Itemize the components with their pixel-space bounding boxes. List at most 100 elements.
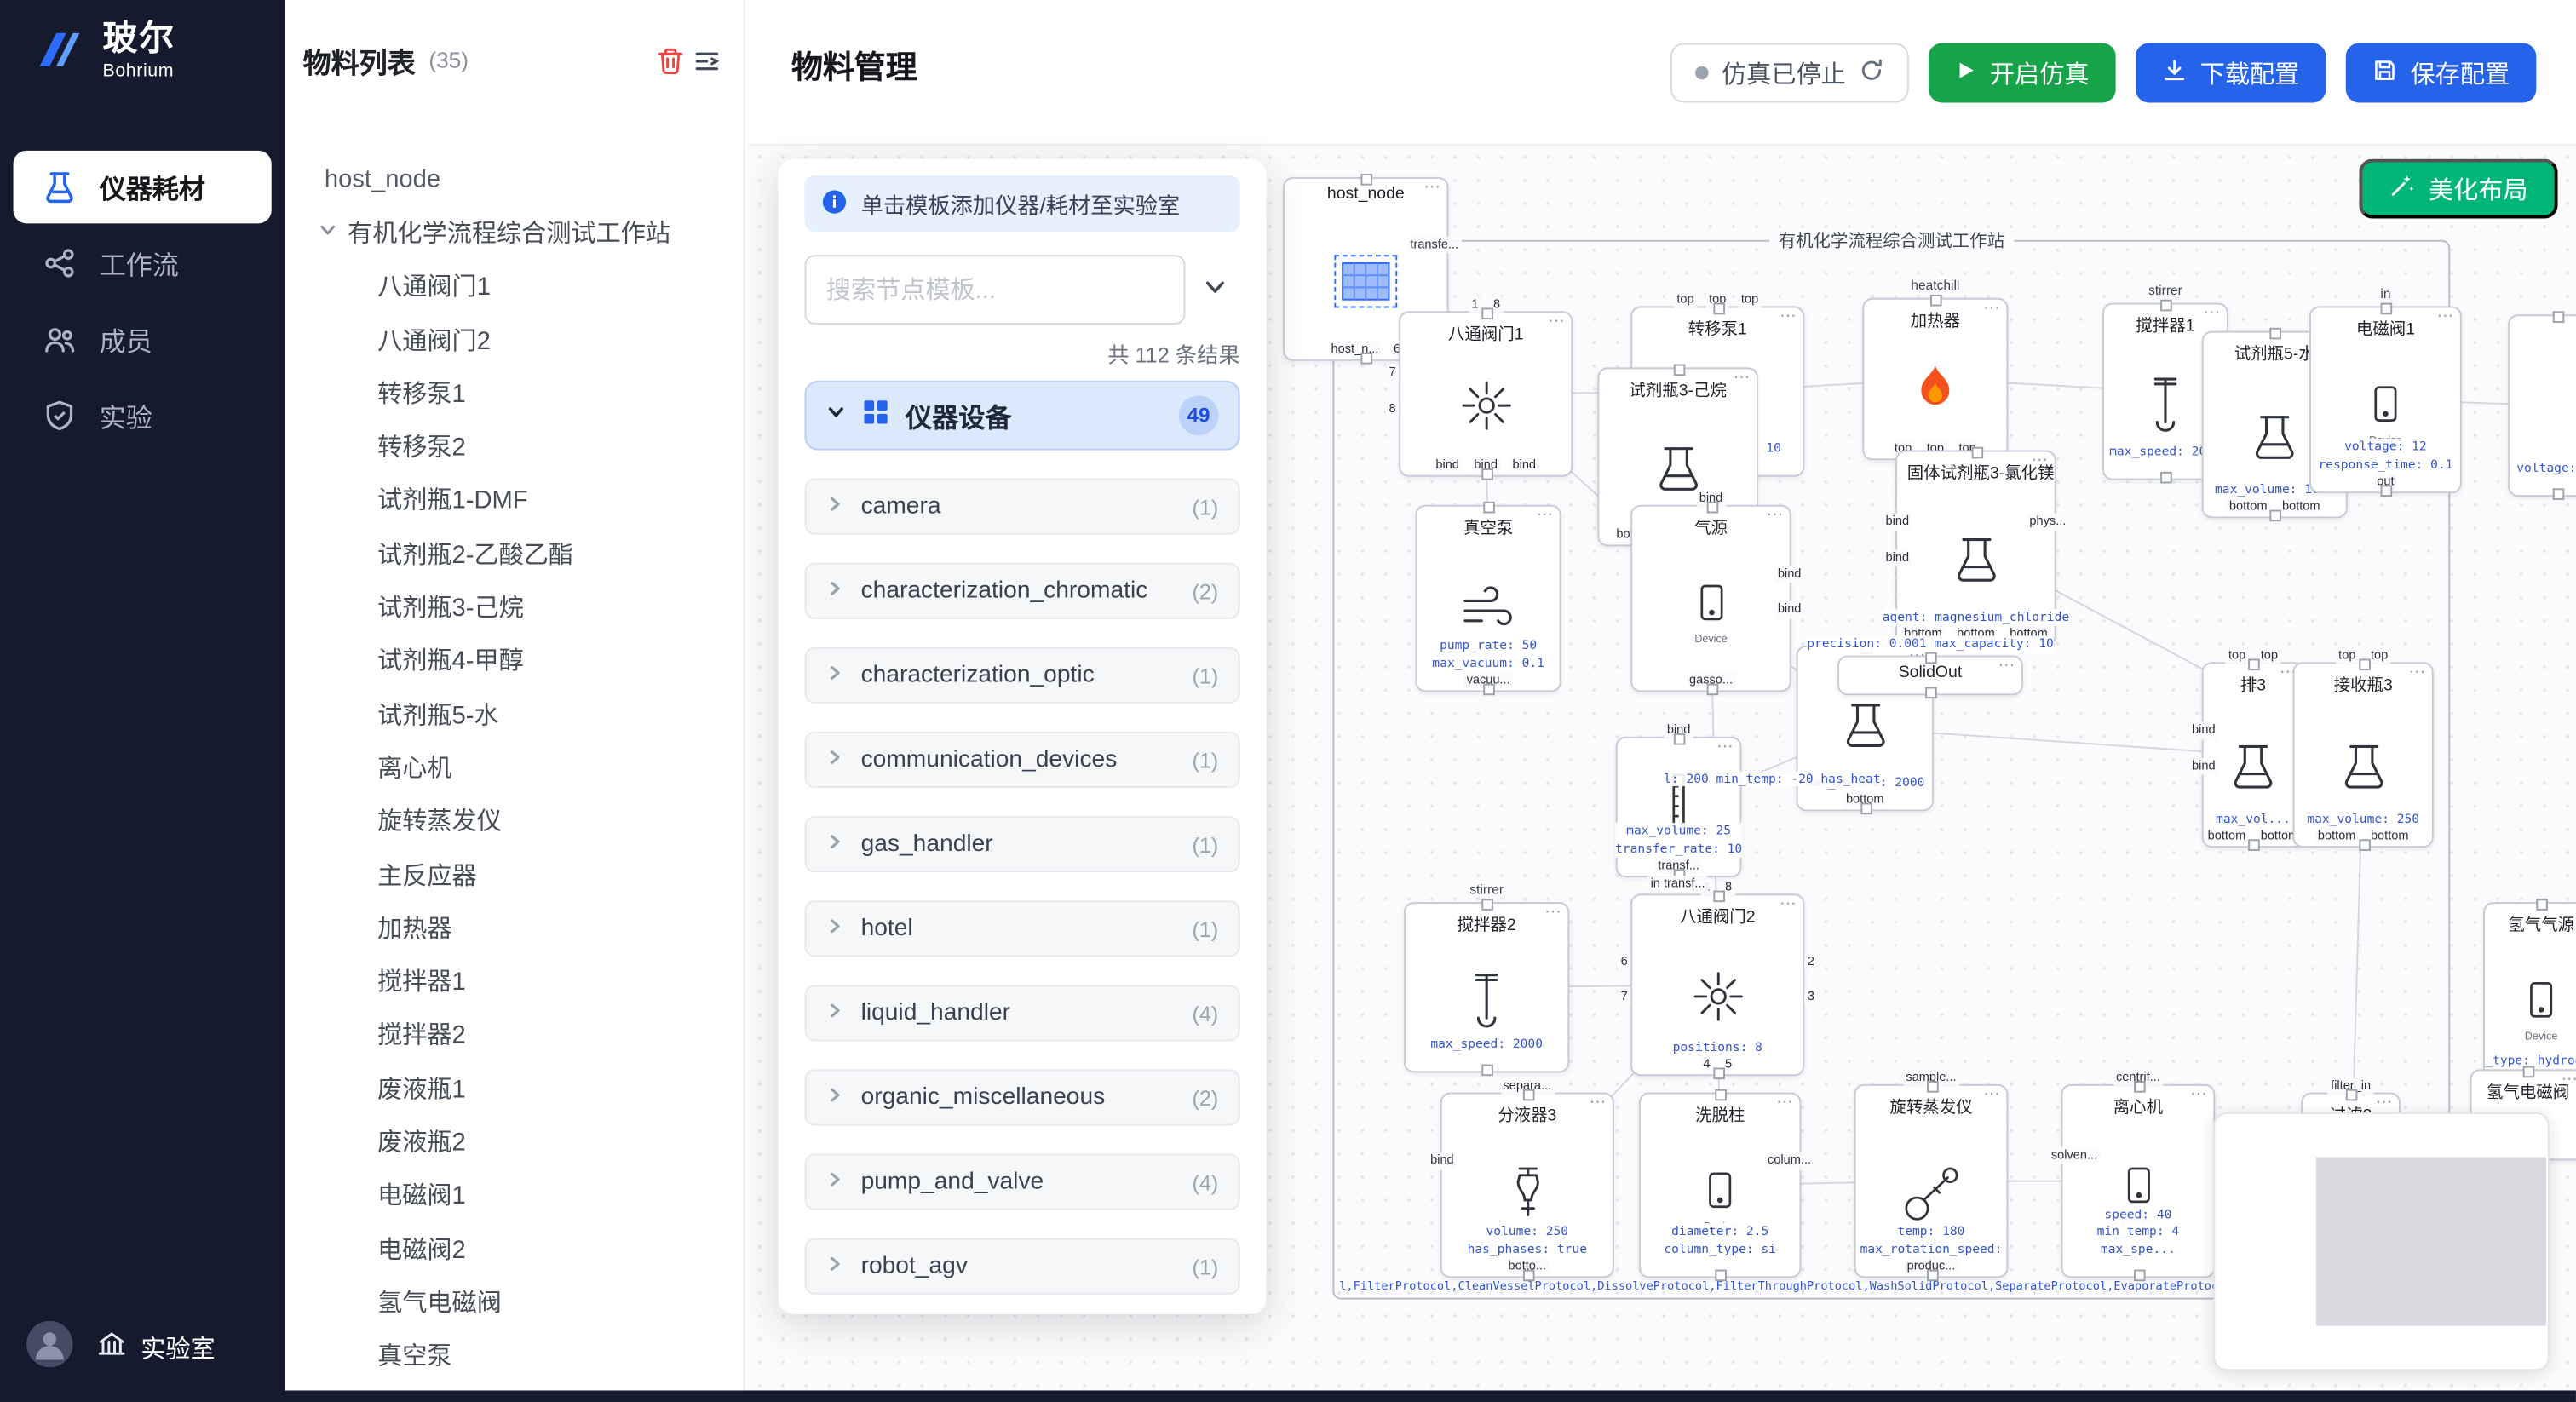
collapse-panel-icon[interactable] — [1202, 273, 1228, 307]
node-menu-icon[interactable]: ⋯ — [2031, 451, 2048, 470]
tree-item[interactable]: 电磁阀1 — [285, 1168, 743, 1221]
workstation-group[interactable]: 有机化学流程综合测试工作站 l,FilterProtocol,CleanVess… — [1332, 228, 2451, 1300]
save-config-button[interactable]: 保存配置 — [2345, 43, 2537, 103]
tree-item[interactable]: 主反应器 — [285, 848, 743, 901]
category-row[interactable]: liquid_handler (4) — [804, 985, 1240, 1042]
node-menu-icon[interactable]: ⋯ — [2190, 1085, 2207, 1105]
tree-item-label: 试剂瓶3-己烷 — [377, 594, 524, 623]
category-row[interactable]: characterization_chromatic (2) — [804, 562, 1240, 619]
sidebar-item[interactable]: 仪器耗材 — [13, 150, 272, 224]
beautify-layout-button[interactable]: 美化布局 — [2359, 158, 2558, 219]
node-menu-icon[interactable]: ⋯ — [1548, 313, 1565, 331]
node-menu-icon[interactable]: ⋯ — [1423, 178, 1440, 198]
category-row[interactable]: organic_miscellaneous (2) — [804, 1069, 1240, 1126]
node-menu-icon[interactable]: ⋯ — [1536, 506, 1553, 526]
tree-item[interactable]: 试剂瓶1-DMF — [285, 473, 743, 526]
node-menu-icon[interactable]: ⋯ — [1589, 1094, 1607, 1112]
category-row[interactable]: gas_handler (1) — [804, 816, 1240, 873]
download-config-button[interactable]: 下载配置 — [2135, 43, 2326, 103]
port-label: 8 — [1722, 878, 1736, 897]
collapse-tree-icon[interactable] — [688, 43, 725, 79]
tree-item[interactable]: 试剂瓶3-己烷 — [285, 580, 743, 634]
node-menu-icon[interactable]: ⋯ — [2375, 1094, 2393, 1112]
sidebar-item[interactable]: 工作流 — [14, 227, 272, 300]
section-instruments[interactable]: 仪器设备 49 — [804, 380, 1240, 451]
node-menu-icon[interactable]: ⋯ — [1998, 657, 2015, 675]
tree-item[interactable]: 旋转蒸发仪 — [285, 794, 743, 848]
category-row[interactable]: camera (1) — [804, 478, 1240, 535]
tree-item[interactable]: 试剂瓶5-水 — [285, 687, 743, 740]
brand[interactable]: 玻尔 Bohrium — [0, 0, 285, 95]
minimap-viewport[interactable] — [2315, 1157, 2546, 1326]
tree-item[interactable]: 试剂瓶2-乙酸乙酯 — [285, 526, 743, 580]
node-menu-icon[interactable]: ⋯ — [1544, 904, 1561, 922]
node-menu-icon[interactable]: ⋯ — [2574, 904, 2576, 922]
category-name: communication_devices — [860, 746, 1118, 773]
lab-link[interactable]: 实验室 — [96, 1330, 216, 1368]
tree-item-host-node[interactable]: host_node — [285, 152, 743, 206]
start-simulation-button[interactable]: 开启仿真 — [1928, 43, 2116, 103]
category-row[interactable]: pump_and_valve (4) — [804, 1153, 1240, 1210]
category-row[interactable]: communication_devices (1) — [804, 731, 1240, 789]
node-menu-icon[interactable]: ⋯ — [1766, 506, 1784, 526]
category-row[interactable]: hotel (1) — [804, 900, 1240, 957]
tree-item-workstation[interactable]: 有机化学流程综合测试工作站 — [285, 206, 743, 260]
tree-item[interactable]: 八通阀门2 — [285, 313, 743, 366]
simulation-status[interactable]: 仿真已停止 — [1670, 43, 1909, 103]
tree-item[interactable]: 真空泵 — [285, 1329, 743, 1382]
tree-item[interactable]: 加热器 — [285, 901, 743, 955]
node-menu-icon[interactable]: ⋯ — [1983, 299, 2000, 319]
category-row[interactable]: robot_agv (1) — [804, 1238, 1240, 1295]
tree-item[interactable]: 转移泵2 — [285, 420, 743, 474]
sidebar-item[interactable]: 实验 — [14, 379, 272, 452]
node-menu-icon[interactable]: ⋯ — [2561, 1071, 2576, 1089]
node-menu-icon[interactable]: ⋯ — [2436, 307, 2454, 326]
tree-item[interactable]: 搅拌器1 — [285, 954, 743, 1008]
tree-item[interactable]: 废液瓶2 — [285, 1115, 743, 1169]
tree-item[interactable]: 转移泵1 — [285, 366, 743, 420]
tree-item[interactable]: 八通阀门1 — [285, 259, 743, 313]
avatar[interactable] — [26, 1320, 73, 1376]
node-type-label: in — [2377, 286, 2395, 302]
graph-node-bt2[interactable]: 八通阀门2⋯ positions: 818456723 — [1617, 878, 1818, 1080]
tree-item[interactable]: 电磁阀2 — [285, 1221, 743, 1275]
minimap[interactable] — [2213, 1112, 2550, 1371]
graph-node-sout[interactable]: SolidOut⋯precision: 0.001 max_capacity: … — [1807, 635, 2054, 699]
tree-item[interactable]: 氢气电磁阀 — [285, 1275, 743, 1329]
node-menu-icon[interactable]: ⋯ — [2203, 304, 2221, 323]
node-menu-icon[interactable]: ⋯ — [1780, 895, 1797, 914]
node-menu-icon[interactable]: ⋯ — [1780, 307, 1797, 326]
chevron-down-icon[interactable] — [318, 218, 337, 246]
node-menu-icon[interactable]: ⋯ — [1733, 369, 1751, 388]
category-row[interactable]: characterization_optic (1) — [804, 646, 1240, 704]
sidebar-item[interactable]: 成员 — [14, 303, 272, 376]
node-menu-icon[interactable]: ⋯ — [1983, 1085, 2000, 1105]
refresh-icon[interactable] — [1859, 57, 1883, 89]
search-input[interactable] — [804, 255, 1186, 325]
node-menu-icon[interactable]: ⋯ — [2280, 664, 2297, 682]
node-menu-icon[interactable]: ⋯ — [2408, 664, 2426, 682]
node-menu-icon[interactable]: ⋯ — [1776, 1094, 1793, 1112]
delete-icon[interactable] — [653, 43, 689, 79]
graph-node-h2s[interactable]: 氢气气源⋯ Device_type: hydrogengasso... — [2483, 899, 2576, 1093]
tree-item[interactable]: 试剂瓶4-甲醇 — [285, 634, 743, 687]
node-menu-icon[interactable]: ⋯ — [1716, 738, 1734, 757]
graph-node-dcf2[interactable]: ⋯voltage: 12 — [2508, 311, 2576, 500]
tree-item[interactable]: 搅拌器2 — [285, 1008, 743, 1061]
tree-item[interactable]: 离心机 — [285, 740, 743, 794]
tree-item[interactable]: 废液瓶1 — [285, 1061, 743, 1115]
